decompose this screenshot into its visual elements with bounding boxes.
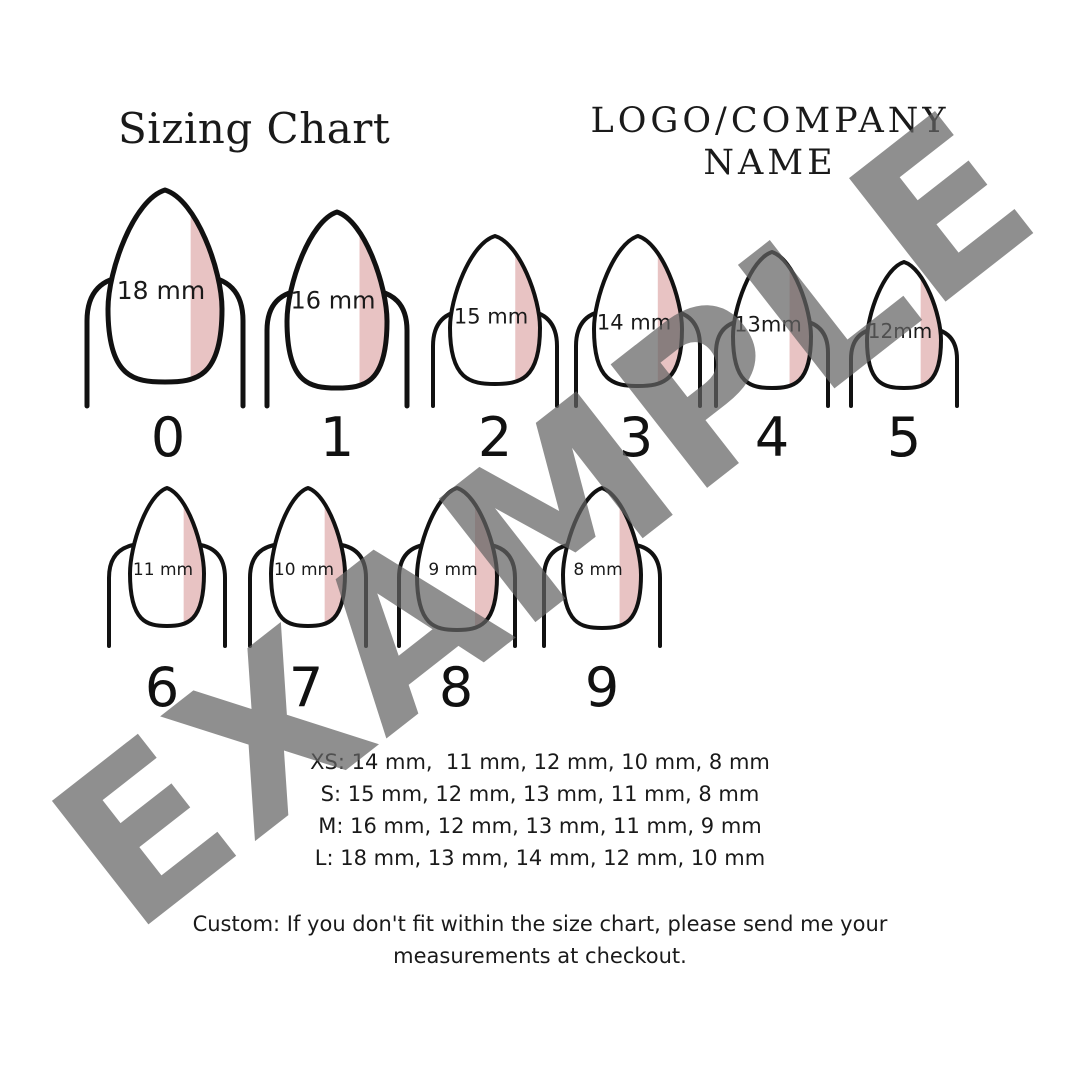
size-set-xs: XS: 14 mm, 11 mm, 12 mm, 10 mm, 8 mm (310, 750, 770, 774)
nail-width-label: 14 mm (597, 310, 671, 334)
nail-size-number: 1 (320, 406, 354, 469)
nail-size-6: 11 mm 6 (107, 486, 227, 719)
nail-width-label: 12mm (868, 319, 932, 343)
size-set-s: S: 15 mm, 12 mm, 13 mm, 11 mm, 8 mm (320, 782, 760, 806)
nail-width-label: 8 mm (573, 560, 622, 580)
nail-size-7: 10 mm 7 (248, 486, 368, 719)
nail-width-label: 18 mm (117, 276, 205, 305)
nail-size-number: 9 (585, 656, 619, 719)
logo-line-1: LOGO/COMPANY (590, 101, 950, 141)
nail-outline (284, 209, 390, 391)
nail-size-number: 0 (151, 406, 185, 469)
nail-size-3: 14 mm 3 (574, 234, 702, 469)
nail-size-1: 16 mm 1 (264, 209, 410, 469)
size-sets-list: XS: 14 mm, 11 mm, 12 mm, 10 mm, 8 mm S: … (0, 746, 1080, 874)
nail-width-label: 11 mm (133, 560, 193, 580)
nail-outline (105, 187, 225, 385)
nail-outline (865, 260, 943, 390)
nail-size-0: 18 mm 0 (84, 187, 246, 469)
nail-size-9: 8 mm 9 (542, 486, 662, 719)
custom-size-note: Custom: If you don't fit within the size… (192, 912, 888, 968)
nail-size-number: 8 (439, 656, 473, 719)
nail-outline (592, 234, 684, 388)
nail-outline (269, 486, 347, 628)
nail-width-label: 15 mm (454, 304, 528, 328)
nail-size-number: 6 (145, 656, 179, 719)
nail-width-label: 16 mm (291, 286, 376, 314)
nail-size-4: 13mm 4 (714, 250, 830, 469)
size-set-l: L: 18 mm, 13 mm, 14 mm, 12 mm, 10 mm (314, 846, 766, 870)
nail-size-2: 15 mm 2 (431, 234, 559, 469)
nail-outline (561, 486, 643, 630)
size-set-m: M: 16 mm, 12 mm, 13 mm, 11 mm, 9 mm (318, 814, 762, 838)
nail-outline (415, 486, 499, 632)
nail-width-label: 13mm (734, 312, 802, 336)
nail-outline (128, 486, 206, 628)
nail-size-5: 12mm 5 (849, 260, 959, 469)
nail-size-number: 5 (887, 406, 921, 469)
logo-line-2: NAME (703, 143, 837, 183)
nail-size-number: 4 (755, 406, 789, 469)
nail-size-number: 3 (619, 406, 653, 469)
logo-placeholder: LOGO/COMPANY NAME (590, 100, 950, 184)
page-title: Sizing Chart (118, 104, 391, 153)
nail-outline (731, 250, 813, 390)
nail-size-number: 7 (289, 656, 323, 719)
nail-width-label: 9 mm (428, 560, 477, 580)
nail-size-number: 2 (478, 406, 512, 469)
nail-outline (448, 234, 542, 386)
nail-size-8: 9 mm 8 (397, 486, 517, 719)
nail-width-label: 10 mm (274, 560, 334, 580)
